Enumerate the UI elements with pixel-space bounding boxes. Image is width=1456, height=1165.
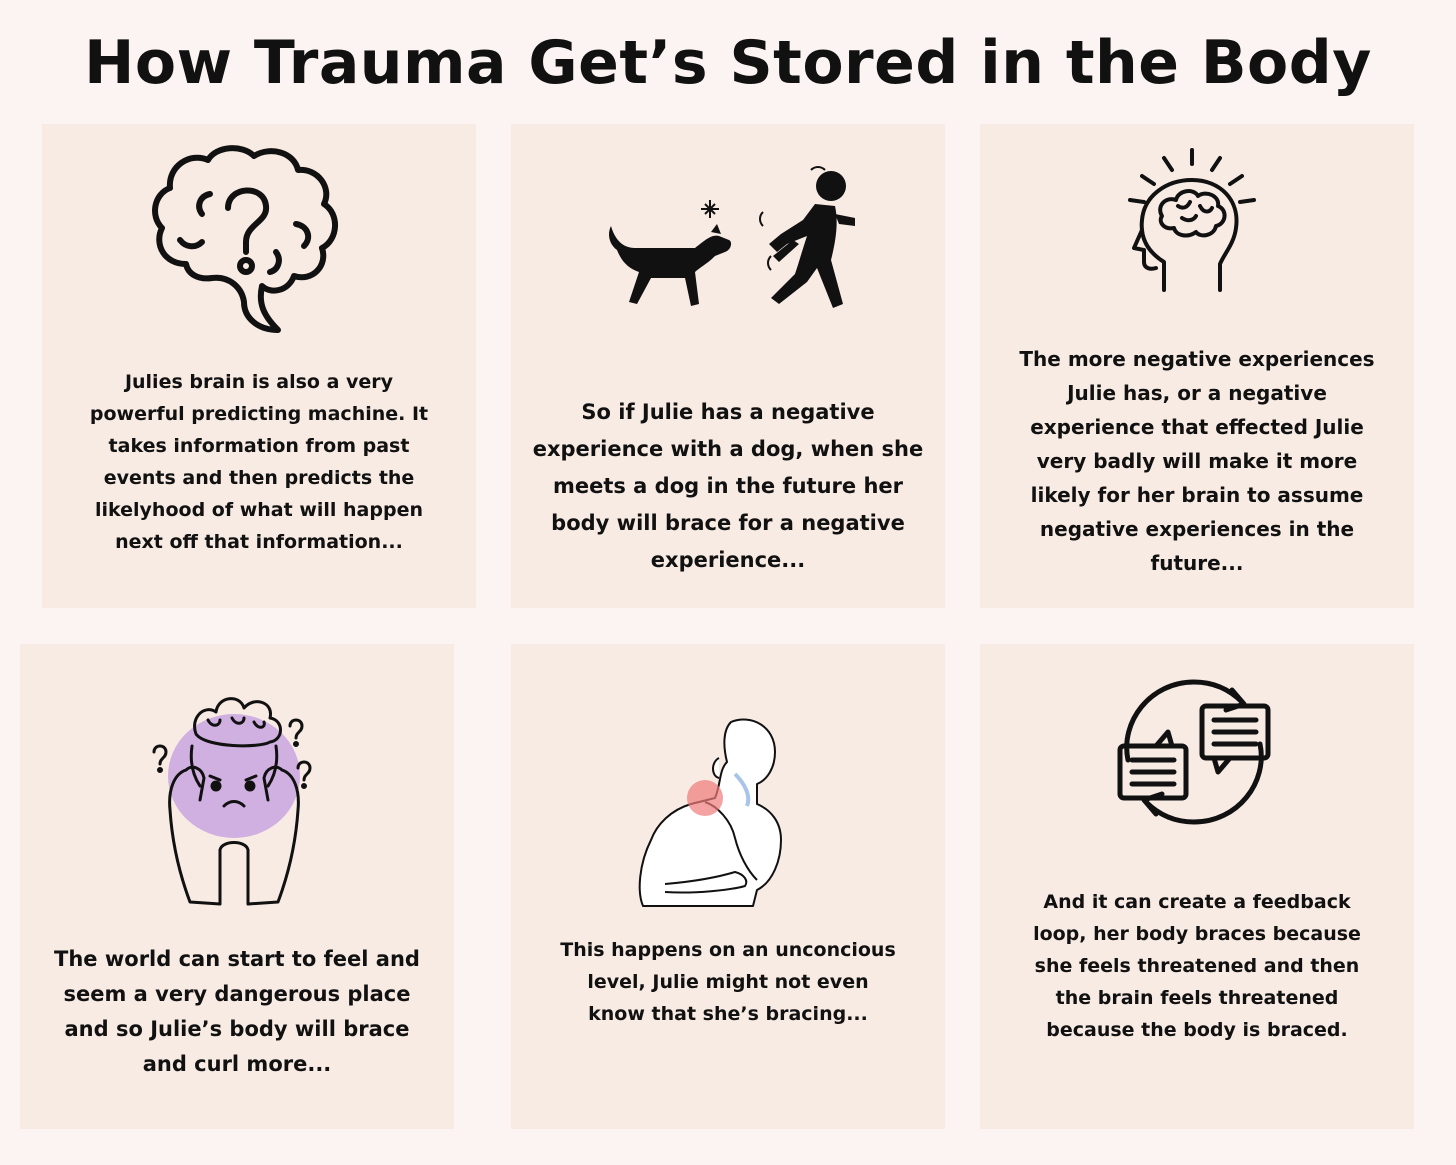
- card-text: Julies brain is also a very powerful pre…: [89, 371, 429, 553]
- neck-pain-person-icon: [638, 718, 782, 907]
- head-with-brain-icon: [1128, 148, 1256, 292]
- brain-question-icon: [152, 145, 338, 333]
- feedback-loop-chat-icon: [1117, 679, 1271, 825]
- card-dangerous-world: The world can start to feel and seem a v…: [20, 644, 454, 1129]
- card-negative-experiences: The more negative experiences Julie has,…: [980, 124, 1414, 608]
- card-predicting-machine: Julies brain is also a very powerful pre…: [42, 124, 476, 608]
- card-dog-experience: So if Julie has a negative experience wi…: [511, 124, 945, 608]
- card-unconscious-level: This happens on an unconcious level, Jul…: [511, 644, 945, 1129]
- page-title: How Trauma Get’s Stored in the Body: [84, 28, 1372, 98]
- card-text: This happens on an unconcious level, Jul…: [560, 939, 896, 1025]
- anxious-person-icon: [152, 697, 312, 906]
- dog-barking-at-person-icon: [609, 166, 855, 308]
- card-text: And it can create a feedback loop, her b…: [1033, 891, 1361, 1041]
- card-text: The world can start to feel and seem a v…: [54, 947, 420, 1076]
- card-text: The more negative experiences Julie has,…: [1019, 347, 1375, 575]
- card-text: So if Julie has a negative experience wi…: [532, 400, 924, 572]
- card-feedback-loop: And it can create a feedback loop, her b…: [980, 644, 1414, 1129]
